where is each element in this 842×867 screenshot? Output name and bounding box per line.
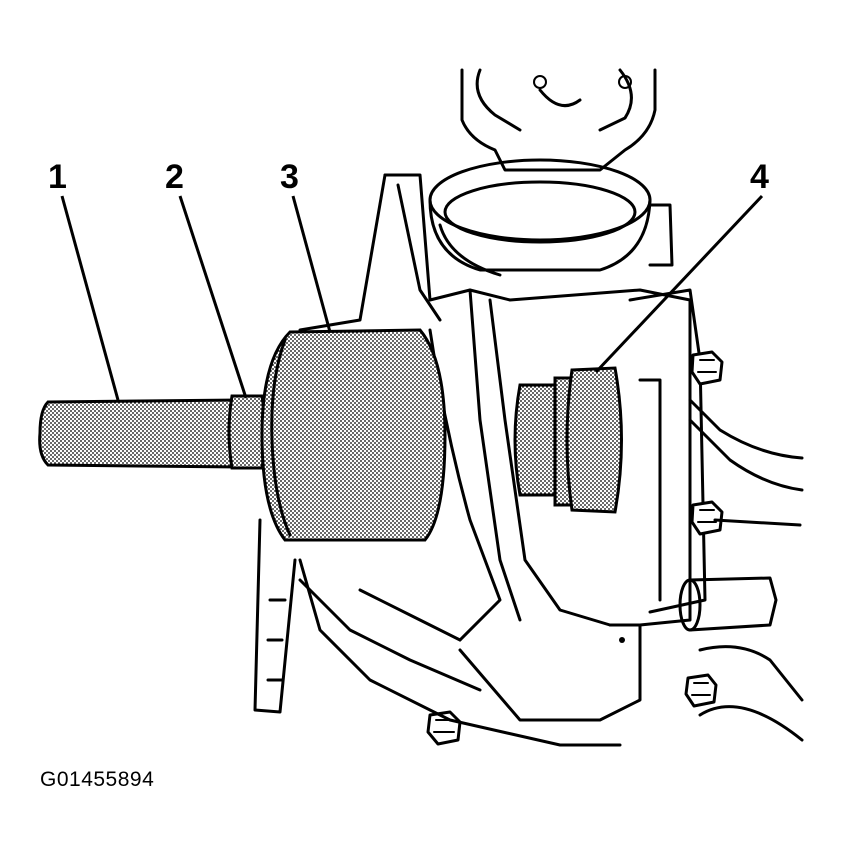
figure-id: G01455894 (40, 768, 155, 791)
leader-line-4 (594, 194, 764, 374)
forcing-screw (38, 398, 242, 469)
bolt-middle (690, 500, 724, 536)
leader-line-3 (291, 195, 332, 333)
leader-line-2 (178, 195, 248, 399)
bushing (513, 366, 623, 514)
receiver-cup (260, 328, 447, 542)
callout-2: 2 (165, 158, 184, 196)
nut (227, 394, 267, 470)
bolt-upper (690, 350, 724, 386)
callout-4: 4 (750, 158, 769, 196)
bolt-lower (684, 673, 718, 708)
callout-3: 3 (280, 158, 299, 196)
callout-1: 1 (48, 158, 67, 196)
leader-line-1 (60, 195, 120, 401)
